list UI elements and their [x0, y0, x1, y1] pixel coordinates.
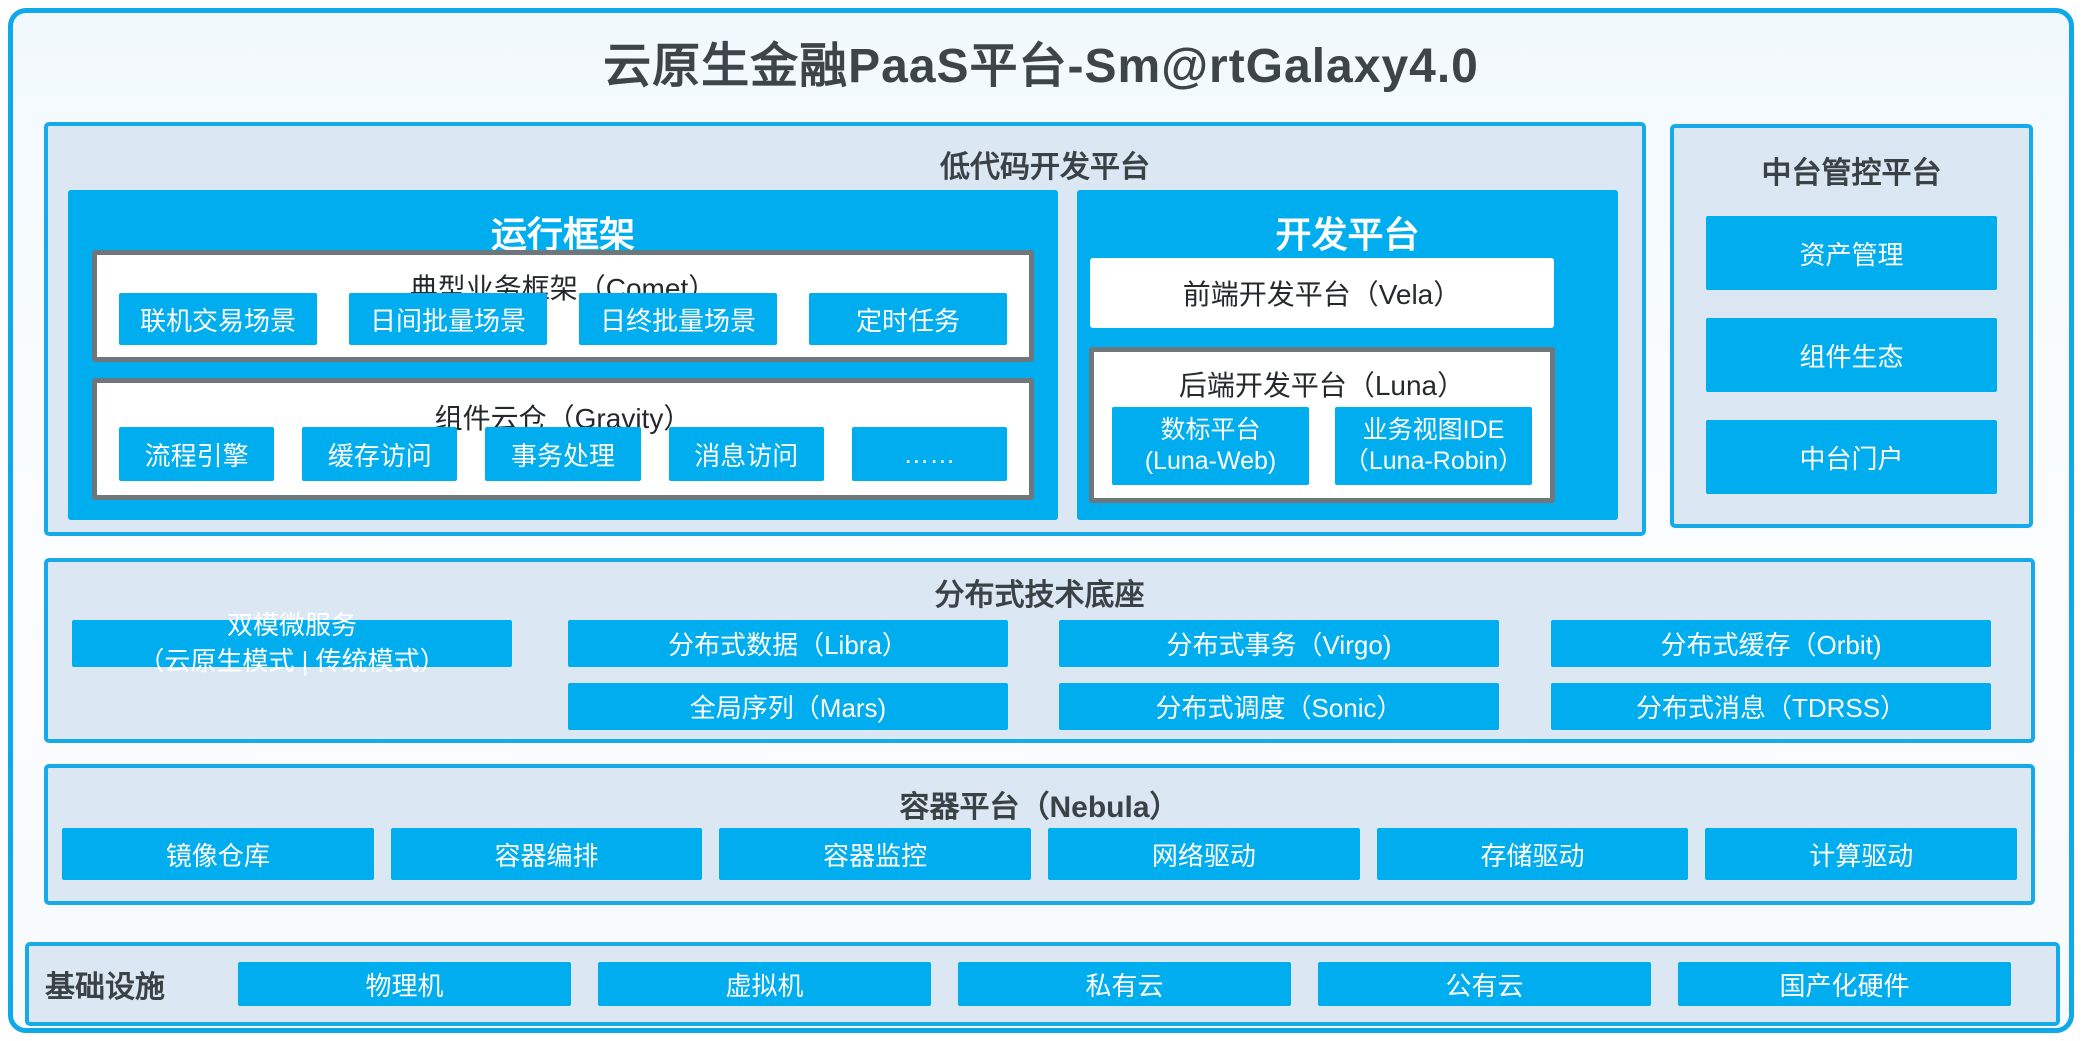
dual-mode-line2: （云原生模式 | 传统模式） [138, 645, 446, 676]
comet-chip: 定时任务 [809, 293, 1007, 345]
luna-chip: 业务视图IDE （Luna-Robin） [1335, 407, 1532, 485]
comet-framework-box: 典型业务框架（Comet） 联机交易场景 日间批量场景 日终批量场景 定时任务 [92, 250, 1034, 362]
gravity-chip: 缓存访问 [302, 427, 458, 481]
midplatform-chip: 资产管理 [1706, 216, 1997, 290]
infrastructure-chip: 公有云 [1318, 962, 1651, 1006]
container-chip-row: 镜像仓库 容器编排 容器监控 网络驱动 存储驱动 计算驱动 [62, 828, 2018, 880]
comet-chip: 联机交易场景 [119, 293, 317, 345]
dev-platform-title: 开发平台 [1275, 214, 1420, 255]
luna-chip-row: 数标平台 (Luna-Web) 业务视图IDE （Luna-Robin） [1112, 407, 1532, 485]
container-chip: 容器监控 [719, 828, 1032, 880]
midplatform-chip: 中台门户 [1706, 420, 1997, 494]
gravity-chip: 流程引擎 [119, 427, 275, 481]
luna-backend-box: 后端开发平台（Luna） 数标平台 (Luna-Web) 业务视图IDE （Lu… [1089, 347, 1555, 503]
vela-frontend-box: 前端开发平台（Vela） [1090, 258, 1554, 328]
luna-chip-line1: 数标平台 [1160, 415, 1261, 444]
distributed-base-title: 分布式技术底座 [934, 579, 1145, 612]
runtime-framework-title: 运行框架 [490, 214, 635, 255]
container-platform-title: 容器平台（Nebula） [899, 791, 1180, 824]
luna-chip-line2: （Luna-Robin） [1343, 447, 1524, 475]
luna-chip-line1: 业务视图IDE [1362, 415, 1505, 444]
comet-chip: 日间批量场景 [349, 293, 547, 345]
container-chip: 网络驱动 [1048, 828, 1360, 880]
lowcode-platform-title: 低代码开发平台 [940, 151, 1150, 184]
infrastructure-chip: 虚拟机 [598, 962, 931, 1006]
container-platform-panel: 容器平台（Nebula） 镜像仓库 容器编排 容器监控 网络驱动 存储驱动 计算… [44, 764, 2035, 905]
midplatform-chip-column: 资产管理 组件生态 中台门户 [1706, 216, 1997, 494]
midplatform-panel: 中台管控平台 资产管理 组件生态 中台门户 [1670, 124, 2033, 528]
luna-backend-title: 后端开发平台（Luna） [1178, 370, 1466, 401]
infrastructure-chip: 私有云 [958, 962, 1291, 1006]
infrastructure-chip: 国产化硬件 [1678, 962, 2011, 1006]
dual-mode-microservice-chip: 双模微服务 （云原生模式 | 传统模式） [72, 610, 512, 676]
distributed-chip: 全局序列（Mars) [568, 683, 1008, 730]
main-title: 云原生金融PaaS平台-Sm@rtGalaxy4.0 [603, 40, 1479, 93]
infrastructure-panel: 基础设施 物理机 虚拟机 私有云 公有云 国产化硬件 [25, 942, 2060, 1026]
distributed-chip: 分布式数据（Libra） [568, 620, 1008, 667]
distributed-chip: 分布式事务（Virgo) [1059, 620, 1499, 667]
container-chip: 计算驱动 [1705, 828, 2018, 880]
comet-chip: 日终批量场景 [579, 293, 777, 345]
luna-chip-line2: (Luna-Web) [1144, 447, 1277, 475]
runtime-framework-box: 运行框架 典型业务框架（Comet） 联机交易场景 日间批量场景 日终批量场景 … [68, 190, 1058, 520]
lowcode-platform-panel: 低代码开发平台 运行框架 典型业务框架（Comet） 联机交易场景 日间批量场景… [44, 122, 1646, 536]
comet-chip-row: 联机交易场景 日间批量场景 日终批量场景 定时任务 [119, 293, 1007, 345]
container-chip: 镜像仓库 [62, 828, 374, 880]
infrastructure-chip-row: 物理机 虚拟机 私有云 公有云 国产化硬件 [238, 962, 2011, 1006]
distributed-chip: 分布式缓存（Orbit) [1551, 620, 1991, 667]
container-chip: 容器编排 [390, 828, 703, 880]
container-chip: 存储驱动 [1376, 828, 1689, 880]
midplatform-chip: 组件生态 [1706, 318, 1997, 392]
dual-mode-line1: 双模微服务 [226, 610, 357, 641]
infrastructure-chip: 物理机 [238, 962, 571, 1006]
gravity-chip: 消息访问 [668, 427, 824, 481]
luna-chip: 数标平台 (Luna-Web) [1112, 407, 1309, 485]
gravity-chip-row: 流程引擎 缓存访问 事务处理 消息访问 …… [119, 427, 1008, 481]
infrastructure-label: 基础设施 [45, 971, 165, 1004]
midplatform-title: 中台管控平台 [1761, 157, 1942, 190]
gravity-warehouse-box: 组件云仓（Gravity） 流程引擎 缓存访问 事务处理 消息访问 …… [92, 378, 1034, 500]
distributed-base-panel: 分布式技术底座 双模微服务 （云原生模式 | 传统模式） 分布式数据（Libra… [44, 558, 2035, 743]
distributed-chip: 分布式消息（TDRSS） [1551, 683, 1991, 730]
gravity-chip: …… [851, 427, 1008, 481]
gravity-chip: 事务处理 [485, 427, 641, 481]
distributed-chip: 分布式调度（Sonic） [1059, 683, 1499, 730]
dev-platform-box: 开发平台 前端开发平台（Vela） 后端开发平台（Luna） 数标平台 (Lun… [1077, 190, 1618, 520]
